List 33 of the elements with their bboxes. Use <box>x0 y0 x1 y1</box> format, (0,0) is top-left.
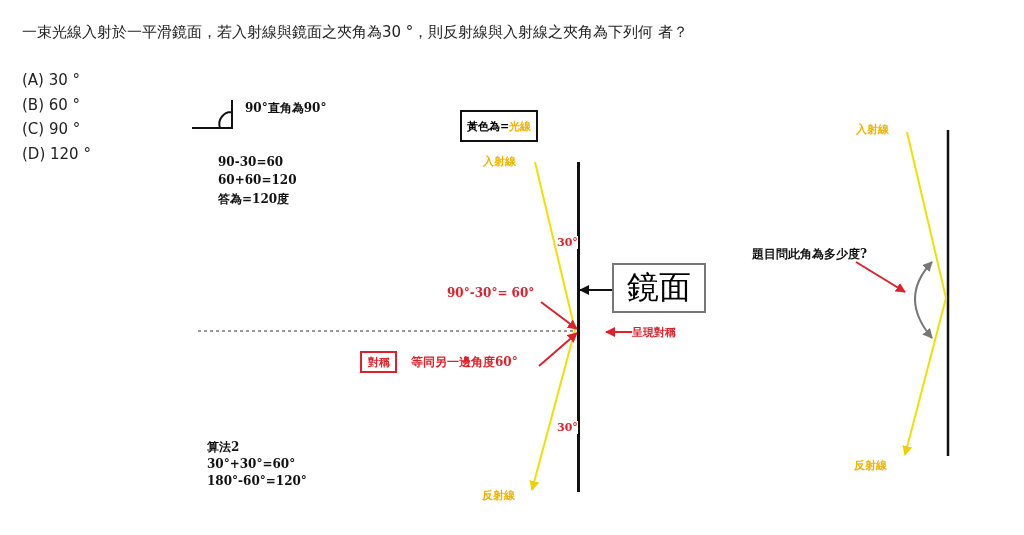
angle-label: 30° <box>557 421 578 434</box>
formula-text: 30°+30°=60° <box>207 457 296 471</box>
arrow <box>605 327 633 337</box>
formula-text: 180°-60°=120° <box>207 474 307 488</box>
arrow <box>540 301 578 330</box>
formula-text: 算法2 <box>207 439 240 456</box>
answer-option: (D) 120 ° <box>22 145 91 163</box>
question-text: 一束光線入射於一平滑鏡面，若入射線與鏡面之夾角為30 °，則反射線與入射線之夾角為下列何 者？ <box>22 22 690 43</box>
answer-option: (A) 30 ° <box>22 71 81 89</box>
ray-label: 反射線 <box>482 488 515 503</box>
arrow <box>538 332 578 367</box>
formula-text: 答為=120度 <box>218 191 290 208</box>
formula-text: 90-30=60 <box>218 155 284 169</box>
annotation-text: 呈現對稱 <box>632 325 694 340</box>
legend-text: 光線 <box>509 118 532 134</box>
arrow <box>855 261 906 293</box>
angle-label: 30° <box>557 236 578 249</box>
formula-text: 60+60=120 <box>218 173 297 187</box>
label-box: 鏡面 <box>612 263 706 313</box>
question-note: 題目問此角為多少度? <box>752 246 898 262</box>
angle-note: 90°-30°= 60° <box>447 286 541 302</box>
note-box: 對稱 <box>360 351 397 373</box>
ray-label: 反射線 <box>854 458 887 473</box>
mirror-line <box>577 162 580 492</box>
ray-label: 入射線 <box>483 154 516 169</box>
note-box <box>460 110 538 142</box>
legend-text: 黃色為= <box>466 118 510 134</box>
answer-option: (C) 90 ° <box>22 120 81 138</box>
angle-note: 等同另一邊角度60° <box>411 354 539 370</box>
ray-label: 入射線 <box>856 122 889 137</box>
arrow <box>579 285 613 295</box>
answer-option: (B) 60 ° <box>22 96 81 114</box>
note-text: 90°直角為90° <box>245 100 327 117</box>
